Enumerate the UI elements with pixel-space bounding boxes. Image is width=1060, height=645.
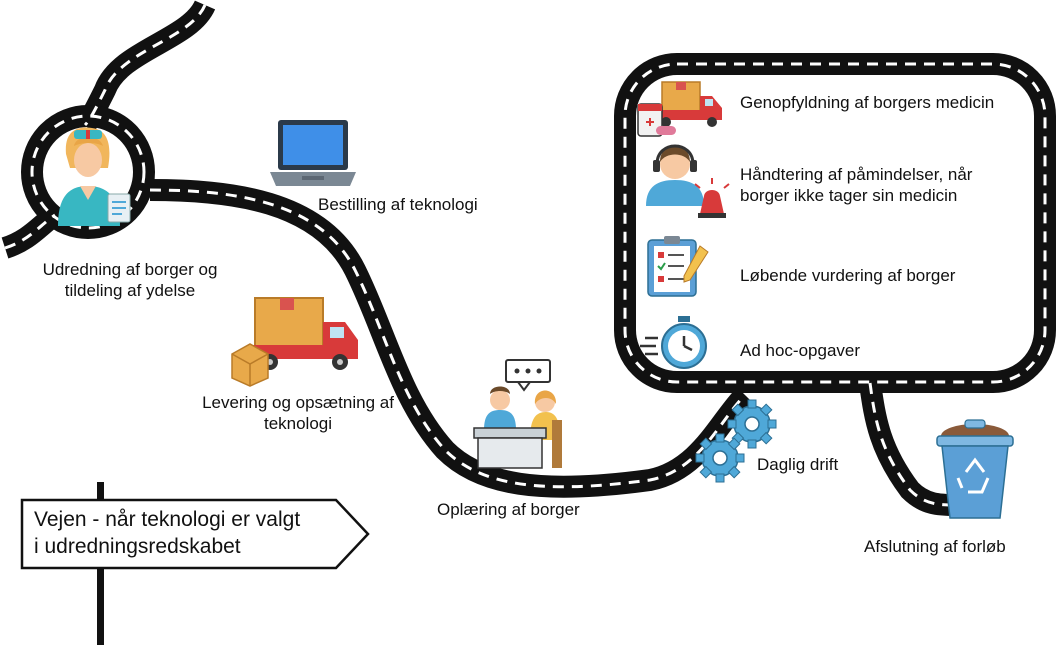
assessment-label: Udredning af borger og tildeling af ydel… xyxy=(42,260,218,300)
task-item-adhoc: Ad hoc-opgaver xyxy=(740,341,861,360)
training-label: Oplæring af borger xyxy=(437,500,580,519)
signpost-text: Vejen - når teknologi er valgt i udredni… xyxy=(34,506,300,560)
delivery-label: Levering og opsætning af teknologi xyxy=(202,393,394,433)
tasks-box-backdrop xyxy=(637,78,1029,368)
delivery-truck-icon xyxy=(231,297,358,387)
clipboard-checklist-icon xyxy=(647,236,709,297)
training-icon xyxy=(473,359,562,469)
recycle-bin-icon xyxy=(936,419,1014,519)
stopwatch-icon xyxy=(640,316,707,369)
signpost xyxy=(20,482,370,645)
medicine-truck-icon xyxy=(637,81,722,137)
task-item-assessment: Løbende vurdering af borger xyxy=(740,266,956,285)
headset-alarm-icon xyxy=(646,144,730,218)
termination-label: Afslutning af forløb xyxy=(864,537,1006,556)
task-item-refill: Genopfyldning af borgers medicin xyxy=(740,93,995,112)
operation-label: Daglig drift xyxy=(757,455,839,474)
signpost-line-2: i udredningsredskabet xyxy=(34,535,241,558)
laptop-icon xyxy=(270,120,356,186)
ordering-label: Bestilling af teknologi xyxy=(318,195,478,214)
task-item-reminders: Håndtering af påmindelser, når borger ik… xyxy=(740,165,973,205)
nurse-icon xyxy=(58,127,131,226)
gears-icon xyxy=(695,399,777,483)
signpost-line-1: Vejen - når teknologi er valgt xyxy=(34,508,301,531)
